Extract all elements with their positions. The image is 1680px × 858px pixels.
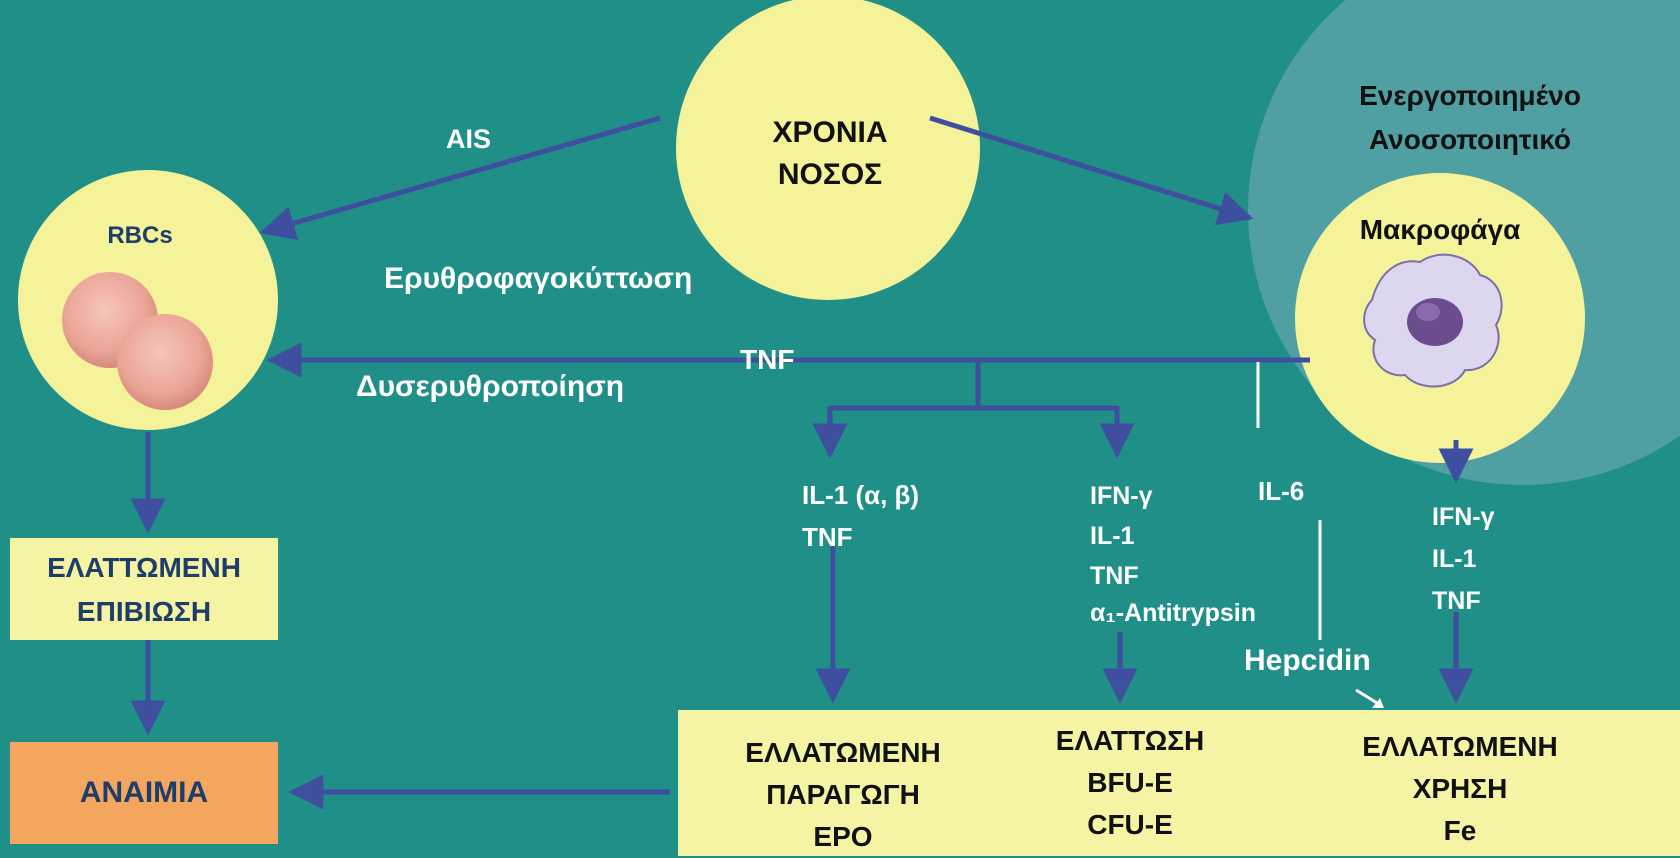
rbc-cells-image — [62, 272, 213, 410]
macrophages-label: Μακροφάγα — [1359, 214, 1521, 245]
reduced-bfu-line3: CFU-E — [1087, 809, 1173, 840]
reduced-fe-label: ΕΛΛΑΤΩΜΕΝΗ ΧΡΗΣΗ Fe — [1362, 726, 1557, 852]
erythrophagocytosis-label: Ερυθροφαγοκύττωση — [384, 262, 693, 295]
reduced-epo-line1: ΕΛΛΑΤΩΜΕΝΗ — [745, 737, 941, 768]
tnf-label: TNF — [740, 344, 795, 375]
reduced-survival-line1: ΕΛΑΤΤΩΜΕΝΗ — [47, 552, 241, 583]
anemia-box — [10, 742, 278, 844]
bfu-cytokine-1: IFN-γ — [1090, 482, 1153, 510]
arrow-disease-to-rbc — [259, 115, 661, 241]
immune-label: Ενεργοποιημένο Ανοσοποιητικό — [1359, 74, 1581, 162]
reduced-bfu-line2: BFU-E — [1087, 767, 1173, 798]
reduced-survival-line2: ΕΠΙΒΙΩΣΗ — [76, 596, 212, 627]
fe-cytokine-2: IL-1 — [1432, 545, 1477, 573]
reduced-fe-line2: ΧΡΗΣΗ — [1412, 773, 1508, 804]
ais-label: AIS — [446, 124, 492, 154]
chronic-disease-circle — [676, 0, 980, 300]
epo-cytokine-2: TNF — [802, 522, 853, 552]
epo-cytokine-1: IL-1 (α, β) — [802, 480, 920, 510]
epo-cytokine-group: IL-1 (α, β) TNF — [802, 474, 919, 558]
macrophage-cell-image — [1363, 253, 1503, 388]
hepcidin-label: Hepcidin — [1244, 644, 1371, 677]
rbcs-label: RBCs — [107, 222, 173, 249]
reduced-survival-box — [10, 538, 278, 640]
outcomes-box — [678, 710, 1680, 856]
il6-label: IL-6 — [1258, 476, 1305, 506]
chronic-disease-line1: ΧΡΟΝΙΑ — [772, 116, 888, 149]
bfu-cytokine-4: α₁-Antitrypsin — [1090, 599, 1256, 627]
reduced-survival-label: ΕΛΑΤΤΩΜΕΝΗ ΕΠΙΒΙΩΣΗ — [47, 546, 241, 634]
reduced-epo-line3: EPO — [813, 821, 873, 852]
hepcidin-arrowhead — [1372, 698, 1384, 708]
bfu-cytokine-2: IL-1 — [1090, 522, 1135, 550]
fe-cytokine-group: IFN-γ IL-1 TNF — [1432, 496, 1495, 622]
arrow-disease-to-immune — [929, 115, 1254, 226]
dyserythropoiesis-label: Δυσερυθροποίηση — [356, 370, 625, 403]
fe-cytokine-1: IFN-γ — [1432, 503, 1495, 531]
bfu-cytokine-3: TNF — [1090, 562, 1139, 590]
immune-line2: Ανοσοποιητικό — [1368, 124, 1572, 155]
chronic-disease-label: ΧΡΟΝΙΑ ΝΟΣΟΣ — [772, 112, 887, 196]
chronic-disease-line2: ΝΟΣΟΣ — [777, 158, 883, 191]
anemia-label: ΑΝΑΙΜΙΑ — [79, 776, 209, 809]
reduced-epo-line2: ΠΑΡΑΓΩΓΗ — [766, 779, 920, 810]
bfu-cytokine-group: IFN-γ IL-1 TNF α₁-Antitrypsin — [1090, 476, 1256, 630]
reduced-bfu-label: ΕΛΑΤΤΩΣΗ BFU-E CFU-E — [1056, 720, 1204, 846]
fe-cytokine-3: TNF — [1432, 587, 1481, 615]
immune-line1: Ενεργοποιημένο — [1359, 80, 1581, 111]
reduced-epo-label: ΕΛΛΑΤΩΜΕΝΗ ΠΑΡΑΓΩΓΗ EPO — [745, 732, 940, 858]
reduced-bfu-line1: ΕΛΑΤΤΩΣΗ — [1055, 725, 1205, 756]
reduced-fe-line1: ΕΛΛΑΤΩΜΕΝΗ — [1362, 731, 1558, 762]
reduced-fe-line3: Fe — [1443, 815, 1477, 846]
